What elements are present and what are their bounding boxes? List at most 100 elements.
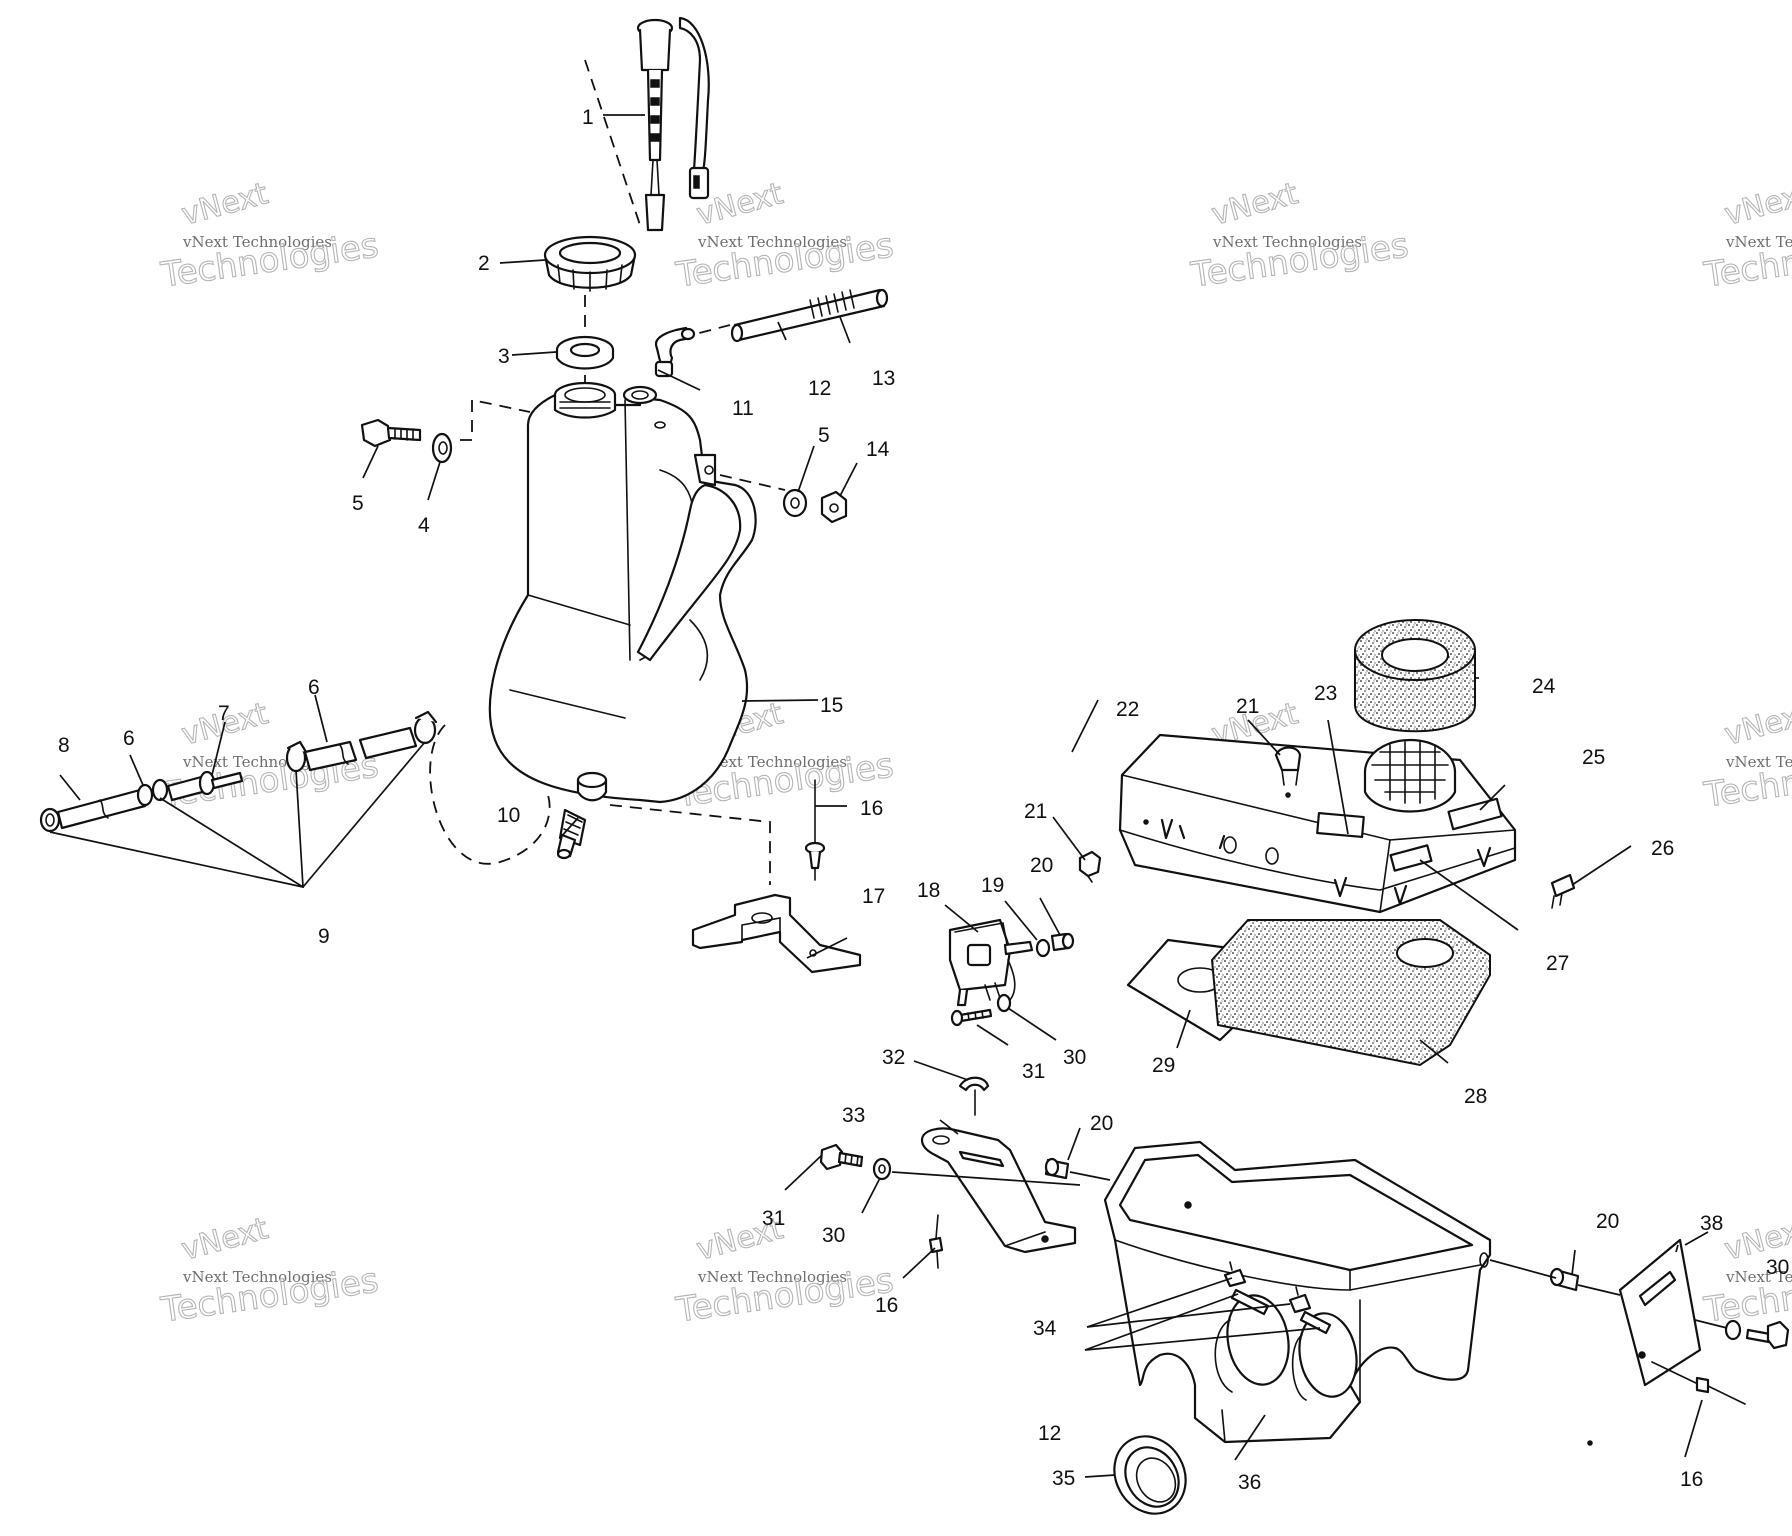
watermark-8: vNext vNext Technologies Technologies [1701, 696, 1792, 817]
callout-7: 7 [218, 702, 230, 725]
bracket-bolt [819, 1143, 864, 1171]
callout-5-left: 5 [352, 492, 364, 515]
right-screw [1651, 1361, 1746, 1405]
airbox-bracket [920, 1127, 1077, 1254]
watermark-title: vNext [178, 1211, 272, 1268]
watermark-title: vNext [1721, 696, 1792, 753]
callout-38: 38 [1700, 1212, 1723, 1235]
callout-3: 3 [498, 345, 510, 368]
callout-2: 2 [478, 252, 490, 275]
callout-11: 11 [732, 397, 754, 420]
callout-12-top: 12 [808, 377, 831, 400]
callout-26: 26 [1651, 837, 1674, 860]
watermark-title: vNext [178, 176, 272, 233]
callout-9: 9 [318, 925, 330, 948]
tank-bracket [691, 893, 862, 974]
callout-6-left: 6 [123, 727, 135, 750]
callout-19: 19 [981, 874, 1004, 897]
callout-5-right: 5 [818, 424, 830, 447]
tank-washer-left [431, 432, 453, 464]
callout-17: 17 [862, 885, 885, 908]
leader-lines [49, 114, 1709, 1478]
callout-10: 10 [497, 804, 520, 827]
watermark-title: vNext [1721, 176, 1792, 233]
callout-labels: 1 2 3 4 5 5 6 6 7 8 9 10 11 12 12 13 14 … [58, 106, 1789, 1494]
watermark-company: vNext Technologies [697, 753, 847, 771]
callout-34: 34 [1033, 1317, 1057, 1340]
fuel-line-assembly [39, 710, 438, 833]
right-washer [1724, 1319, 1742, 1341]
bracket-clip [958, 1076, 990, 1116]
callout-24: 24 [1532, 675, 1556, 698]
airbox-nipple-2 [1288, 1286, 1312, 1314]
tank-washer-right [782, 488, 808, 518]
watermark-title: vNext [1208, 176, 1302, 233]
watermark-2: vNext vNext Technologies Technologies [673, 176, 897, 297]
callout-4: 4 [418, 514, 430, 537]
cap-gasket [555, 335, 615, 370]
pump-spacer [1050, 932, 1075, 952]
watermark-company: vNext Technologies [1212, 233, 1362, 251]
foam-filter-pad [1210, 919, 1491, 1067]
callout-35: 35 [1052, 1467, 1075, 1490]
callout-31-bracket: 31 [762, 1207, 785, 1230]
outlet-grommet [1113, 1435, 1187, 1515]
tank-nut-right [820, 490, 848, 524]
airbox-spacer-right [1549, 1267, 1580, 1292]
watermark-4: vNext vNext Technologies Technologies [1701, 176, 1792, 297]
airbox-clip-side [1078, 850, 1102, 883]
lid-latch [1550, 873, 1576, 909]
hose-clamp [285, 740, 308, 773]
pump-washer-2 [996, 993, 1012, 1013]
callout-36: 36 [1238, 1471, 1261, 1494]
watermark-company: vNext Technologies [1725, 753, 1792, 771]
callout-16-right: 16 [1680, 1468, 1703, 1491]
callout-21-top: 21 [1236, 695, 1259, 718]
airbox-lid [1118, 733, 1517, 914]
callout-30-right: 30 [1766, 1256, 1789, 1279]
watermark-3: vNext vNext Technologies Technologies [1188, 176, 1412, 297]
callout-25: 25 [1582, 746, 1605, 769]
bracket-washer [872, 1157, 892, 1181]
callout-33: 33 [842, 1104, 865, 1127]
callout-8: 8 [58, 734, 70, 757]
airbox-spacer-left [1044, 1157, 1070, 1180]
callout-18: 18 [917, 879, 940, 902]
right-bracket [1618, 1238, 1736, 1387]
watermark-1: vNext vNext Technologies Technologies [158, 176, 382, 297]
callout-27: 27 [1546, 952, 1569, 975]
callout-31-pump: 31 [1022, 1060, 1045, 1083]
drain-fitting [556, 808, 587, 860]
fuel-pump [948, 918, 1034, 1007]
vent-hose [730, 288, 889, 343]
callout-6-right: 6 [308, 676, 320, 699]
hose-clamp [39, 807, 61, 833]
fuel-tank [488, 381, 757, 804]
callout-23: 23 [1314, 682, 1337, 705]
callout-20-pump: 20 [1030, 854, 1053, 877]
callout-14: 14 [866, 438, 890, 461]
callout-28: 28 [1464, 1085, 1487, 1108]
right-bolt [1745, 1320, 1790, 1350]
watermark-9: vNext vNext Technologies Technologies [158, 1211, 382, 1332]
watermark-company: vNext Technologies [182, 1268, 332, 1286]
bracket-screw [928, 1214, 944, 1269]
airbox-clip-top [1274, 746, 1302, 798]
callout-16-tank: 16 [860, 797, 883, 820]
callout-30-bracket: 30 [822, 1224, 845, 1247]
pump-washer [1035, 938, 1051, 958]
foam-filter-ring [1354, 619, 1476, 733]
callout-16-bracket: 16 [875, 1294, 898, 1317]
watermark-company: vNext Technologies [697, 233, 847, 251]
alignment-lines [429, 59, 786, 885]
vent-elbow [654, 326, 696, 378]
fuel-cap [543, 235, 637, 292]
watermark-company: vNext Technologies [697, 1268, 847, 1286]
callout-32: 32 [882, 1046, 905, 1069]
callout-21-side: 21 [1024, 800, 1047, 823]
watermark-company: vNext Technologies [182, 233, 332, 251]
tank-screw [804, 779, 826, 881]
hose-clamp [136, 778, 169, 807]
fuel-sender [636, 16, 710, 232]
